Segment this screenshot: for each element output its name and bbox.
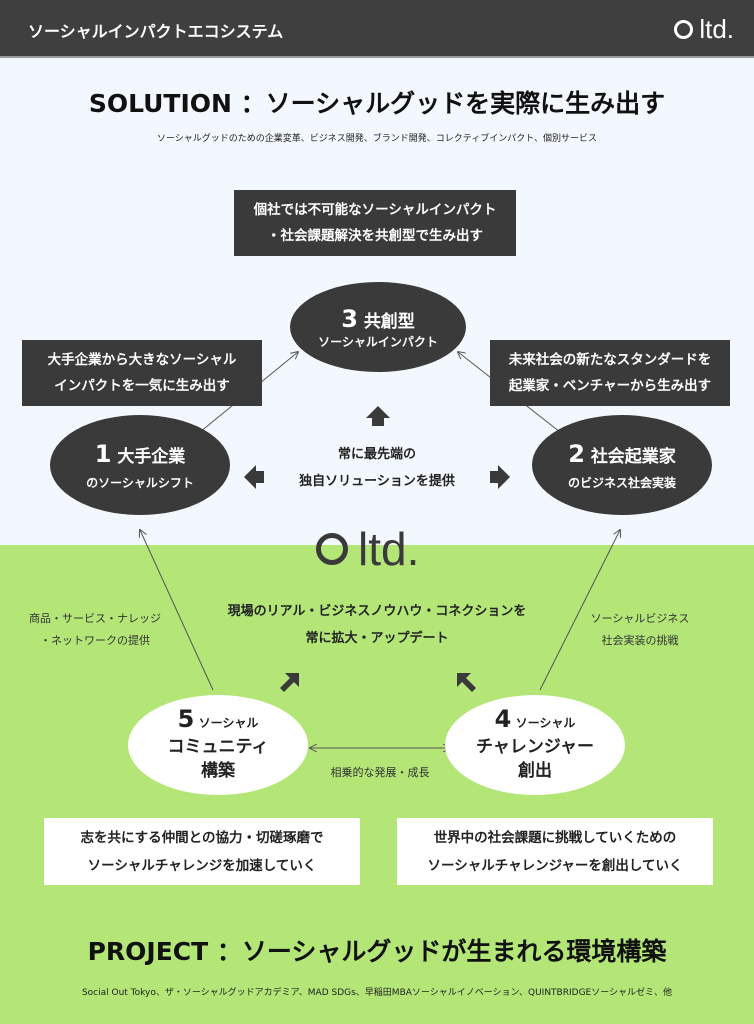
right-box-line1: 未来社会の新たなスタンダードを xyxy=(508,352,712,368)
node-2-title: 社会起業家 xyxy=(590,446,676,467)
top-box: 個社では不可能なソーシャルインパクト ・社会課題解決を共創型で生み出す xyxy=(234,190,516,256)
mid-text: 現場のリアル・ビジネスノウハウ・コネクションを 常に拡大・アップデート xyxy=(177,598,577,652)
center-text-line1: 常に最先端の xyxy=(337,447,416,462)
arrow-right-icon xyxy=(490,465,510,489)
node-3-title: 共創型 xyxy=(363,311,415,332)
node-5-num: 5 xyxy=(177,705,195,733)
node-2-sub: のビジネス社会実装 xyxy=(567,475,676,490)
node-4-num: 4 xyxy=(494,705,512,733)
box-5: 志を共にする仲間との協力・切磋琢磨で ソーシャルチャレンジを加速していく xyxy=(44,818,360,885)
arrow-up-icon xyxy=(366,406,390,426)
center-text: 常に最先端の 独自ソリューションを提供 xyxy=(277,441,477,495)
line-5-to-1 xyxy=(140,530,214,691)
box-4-line1: 世界中の社会課題に挑戦していくための xyxy=(433,829,677,846)
node-4-line2: チャレンジャー xyxy=(476,737,594,757)
node-5: 5 ソーシャル コミュニティ 構築 xyxy=(128,695,308,795)
right-note-line2: 社会実装の挑戦 xyxy=(601,634,679,647)
node-3-num: 3 xyxy=(341,304,358,333)
node-3-sub: ソーシャルインパクト xyxy=(318,334,438,349)
solution-subtitle: ソーシャルグッドのための企業変革、ビジネス開発、ブランド開発、コレクティブインパ… xyxy=(156,134,598,144)
left-note-line2: ・ネットワークの提供 xyxy=(40,634,150,647)
left-box-line2: インパクトを一気に生み出す xyxy=(54,378,230,394)
center-logo: ltd. xyxy=(316,522,419,576)
project-subtitle: Social Out Tokyo、ザ・ソーシャルグッドアカデミア、MAD SDG… xyxy=(81,988,673,998)
line-4-to-2 xyxy=(539,530,620,691)
node-1-num: 1 xyxy=(94,439,112,468)
node-1: 1 大手企業 のソーシャルシフト xyxy=(50,415,230,515)
top-box-line1: 個社では不可能なソーシャルインパクト xyxy=(253,202,497,218)
node-4: 4 ソーシャル チャレンジャー 創出 xyxy=(445,695,625,795)
header-bar: ソーシャルインパクトエコシステム ltd. xyxy=(0,0,754,58)
left-box: 大手企業から大きなソーシャル インパクトを一気に生み出す xyxy=(22,340,262,406)
center-text-line2: 独自ソリューションを提供 xyxy=(299,474,455,489)
right-box: 未来社会の新たなスタンダードを 起業家・ベンチャーから生み出す xyxy=(490,340,730,406)
header-title: ソーシャルインパクトエコシステム xyxy=(28,22,284,41)
project-section xyxy=(0,545,754,1024)
node-5-line2: コミュニティ xyxy=(167,737,269,757)
header-logo: ltd. xyxy=(674,14,734,45)
logo-ring-icon xyxy=(674,20,694,39)
top-box-line2: ・社会課題解決を共創型で生み出す xyxy=(267,228,483,244)
left-note-line1: 商品・サービス・ナレッジ xyxy=(29,612,161,625)
right-note: ソーシャルビジネス 社会実装の挑戦 xyxy=(560,608,720,652)
node-2-num: 2 xyxy=(568,439,585,468)
logo-ring-icon xyxy=(316,533,348,565)
left-note: 商品・サービス・ナレッジ ・ネットワークの提供 xyxy=(10,608,180,652)
arrow-diag-right-icon xyxy=(280,673,299,692)
node-4-line3: 創出 xyxy=(518,761,552,781)
node-5-tag: ソーシャル xyxy=(198,716,259,730)
node-4-tag: ソーシャル xyxy=(515,716,576,730)
node-2: 2 社会起業家 のビジネス社会実装 xyxy=(532,415,712,515)
project-title: PROJECT ：ソーシャルグッドが生まれる環境構築 xyxy=(87,937,667,966)
box-5-line1: 志を共にする仲間との協力・切磋琢磨で xyxy=(80,829,324,846)
solution-title: SOLUTION ：ソーシャルグッドを実際に生み出す xyxy=(88,89,666,118)
node-1-title: 大手企業 xyxy=(117,446,186,467)
logo-text: ltd. xyxy=(699,14,734,44)
arrow-diag-left-icon xyxy=(457,673,476,692)
box-5-line2: ソーシャルチャレンジを加速していく xyxy=(87,857,317,874)
synergy-label: 相乗的な発展・成長 xyxy=(330,766,430,779)
node-1-sub: のソーシャルシフト xyxy=(86,475,194,490)
box-4: 世界中の社会課題に挑戦していくための ソーシャルチャレンジャーを創出していく xyxy=(397,818,713,885)
box-4-line2: ソーシャルチャレンジャーを創出していく xyxy=(427,857,683,874)
right-note-line1: ソーシャルビジネス xyxy=(590,612,690,625)
left-box-line1: 大手企業から大きなソーシャル xyxy=(47,352,237,368)
arrow-left-icon xyxy=(244,465,264,489)
right-box-line2: 起業家・ベンチャーから生み出す xyxy=(508,378,712,394)
node-3: 3 共創型 ソーシャルインパクト xyxy=(290,282,466,372)
mid-text-line2: 常に拡大・アップデート xyxy=(305,631,449,646)
node-5-line3: 構築 xyxy=(201,761,235,781)
center-logo-text: ltd. xyxy=(358,523,420,575)
mid-text-line1: 現場のリアル・ビジネスノウハウ・コネクションを xyxy=(227,604,527,619)
